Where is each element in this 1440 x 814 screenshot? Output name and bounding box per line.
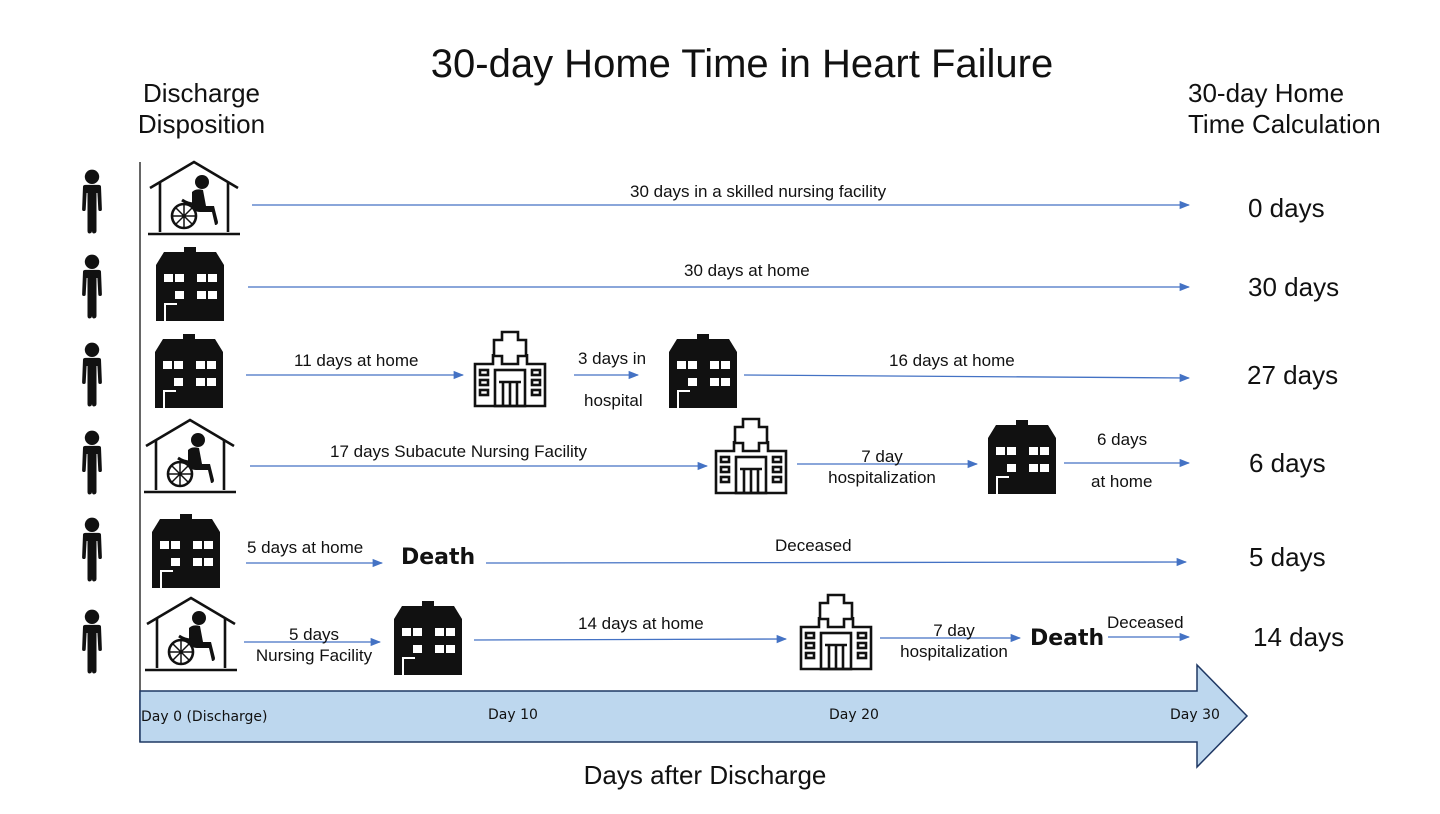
row6-death-label: Death (1030, 626, 1105, 651)
axis-tick-day-0: Day 0 (Discharge) (141, 709, 268, 725)
axis-tick-day-10: Day 10 (488, 707, 538, 723)
row3-segment-1-label: 11 days at home (294, 351, 419, 370)
row5-segment-1-label: 5 days at home (247, 538, 364, 557)
discharge-disposition-header: Discharge Disposition (134, 78, 269, 140)
row4-home-time-result: 6 days (1249, 448, 1326, 478)
house-icon (149, 334, 229, 408)
row4-segment-3-label-line-1: 6 days (1097, 430, 1148, 449)
person-icon (74, 607, 110, 677)
row6-home-time-result: 14 days (1253, 622, 1345, 652)
house-icon (663, 334, 743, 408)
header-left-line-1: Discharge (142, 78, 261, 108)
row6-segment-1-line-2: Nursing Facility (255, 646, 373, 665)
person-icon (74, 515, 110, 585)
house-icon (150, 247, 230, 321)
row6-arrow-2 (473, 634, 788, 644)
row5-home-time-result: 5 days (1249, 542, 1326, 572)
hospital-icon (473, 330, 547, 408)
row3-home-time-result: 27 days (1247, 360, 1339, 390)
row4-segment-2-line-2: hospitalization (828, 468, 936, 487)
row4-segment-1-label: 17 days Subacute Nursing Facility (330, 442, 588, 461)
row6-segment-3-line-1: 7 day (933, 621, 975, 640)
diagram-title: 30-day Home Time in Heart Failure (430, 42, 1054, 86)
row3-segment-3-label: 16 days at home (889, 351, 1015, 370)
row1-home-time-result: 0 days (1248, 193, 1325, 223)
row3-arrow-3 (743, 373, 1191, 383)
row3-segment-2-label-line-2: hospital (584, 391, 643, 410)
header-right-line-2: Time Calculation (1188, 109, 1381, 139)
row5-arrow-2 (485, 557, 1188, 567)
row6-segment-3-line-2: hospitalization (900, 642, 1008, 661)
house-icon (982, 420, 1062, 494)
row2-home-time-result: 30 days (1248, 272, 1340, 302)
timeline-axis-arrow (139, 663, 1249, 769)
person-icon (74, 340, 110, 410)
person-icon (74, 167, 110, 237)
house-icon (388, 601, 468, 675)
row6-segment-3-label: 7 day hospitalization (893, 620, 1015, 662)
row6-segment-2-label: 14 days at home (578, 614, 704, 633)
header-left-line-2: Disposition (137, 109, 266, 139)
row1-segment-1-label: 30 days in a skilled nursing facility (630, 182, 887, 201)
person-icon (74, 252, 110, 322)
row5-death-label: Death (401, 545, 476, 570)
axis-tick-day-20: Day 20 (829, 707, 879, 723)
row4-segment-3-label-line-2: at home (1091, 472, 1153, 491)
nursing-facility-icon (148, 160, 240, 236)
header-right-line-1: 30-day Home (1188, 78, 1345, 108)
row3-segment-2-label-line-1: 3 days in (578, 349, 647, 368)
row5-segment-2-label: Deceased (775, 536, 852, 555)
hospital-icon (714, 417, 788, 495)
row6-segment-4-label: Deceased (1107, 613, 1184, 632)
row4-segment-2-label: 7 day hospitalization (822, 446, 942, 488)
nursing-facility-icon (145, 596, 237, 672)
row2-segment-1-label: 30 days at home (684, 261, 810, 280)
home-time-calculation-header: 30-day Home Time Calculation (1188, 78, 1381, 140)
row6-segment-1-line-1: 5 days (288, 625, 340, 644)
house-icon (146, 514, 226, 588)
row4-segment-2-line-1: 7 day (861, 447, 903, 466)
nursing-facility-icon (144, 418, 236, 494)
row6-segment-1-label: 5 days Nursing Facility (250, 624, 378, 666)
axis-tick-day-30: Day 30 (1170, 707, 1220, 723)
person-icon (74, 428, 110, 498)
axis-label: Days after Discharge (583, 760, 827, 790)
hospital-icon (799, 593, 873, 671)
